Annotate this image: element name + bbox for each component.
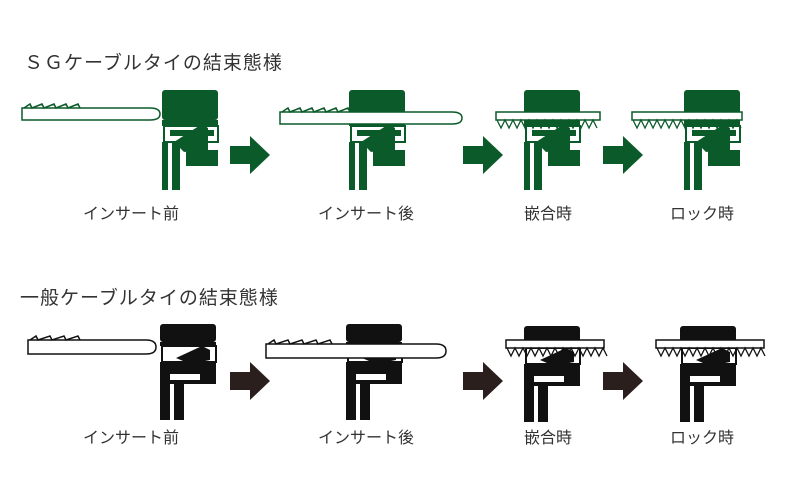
gen-strap-locked	[656, 346, 766, 358]
gen-strap-before-insert	[27, 335, 157, 355]
section-title-sg: ＳＧケーブルタイの結束態様	[24, 52, 283, 74]
sg-head-before-insert	[161, 89, 219, 191]
arrow-right-icon	[230, 362, 270, 400]
stage-label-sg-fitting: 嵌合時	[523, 204, 573, 223]
arrow-right-icon	[603, 362, 643, 400]
stage-label-general-locked: ロック時	[669, 428, 735, 447]
stage-label-general-before-insert: インサート前	[82, 428, 180, 447]
sg-head-after-insert	[348, 89, 406, 191]
sg-strap-locked	[632, 118, 742, 130]
gen-head-before-insert	[159, 323, 217, 421]
sg-strap-before-insert	[21, 103, 161, 121]
stage-label-sg-after-insert: インサート後	[317, 204, 415, 223]
sg-strap-fitting	[496, 118, 598, 130]
stage-label-general-fitting: 嵌合時	[523, 428, 573, 447]
arrow-right-icon	[463, 362, 503, 400]
stage-label-general-after-insert: インサート後	[317, 428, 415, 447]
arrow-right-icon	[463, 136, 503, 174]
stage-label-sg-before-insert: インサート前	[82, 204, 180, 223]
section-title-general: 一般ケーブルタイの結束態様	[20, 287, 279, 309]
gen-head-after-insert	[345, 323, 403, 421]
arrow-right-icon	[603, 136, 643, 174]
arrow-right-icon	[230, 136, 270, 174]
stage-label-sg-locked: ロック時	[669, 204, 735, 223]
sg-strap-after-insert	[279, 111, 463, 125]
gen-strap-after-insert	[265, 343, 447, 359]
sg-head-locked	[683, 89, 741, 191]
gen-strap-fitting	[506, 346, 608, 358]
sg-head-fitting	[523, 89, 581, 191]
